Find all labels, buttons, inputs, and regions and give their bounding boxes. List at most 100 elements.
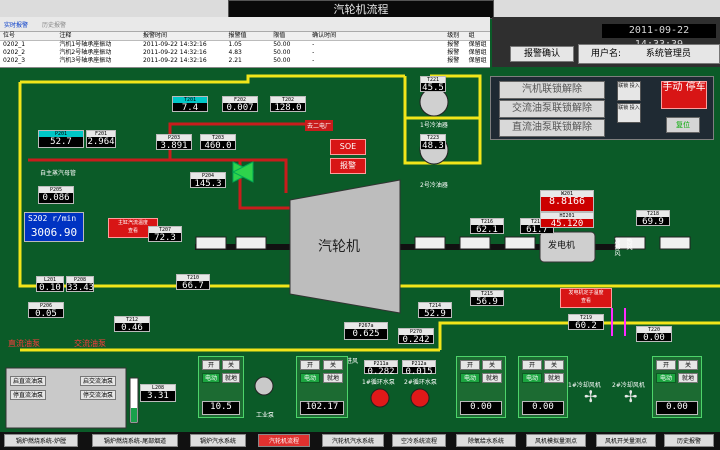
- datetime-display: 2011-09-22 14:33:39: [602, 24, 716, 50]
- nav-turbine-water[interactable]: 汽轮机汽水系统: [322, 434, 384, 447]
- gen-air-in-label: 进风: [346, 358, 359, 365]
- bearing-block: [504, 236, 536, 250]
- table-row[interactable]: 0202_2 汽机2号轴承座振动 2011-09-22 14:32:16 4.8…: [0, 49, 490, 57]
- reset-button[interactable]: 复位: [666, 117, 700, 133]
- station-local-button[interactable]: 就地: [544, 373, 564, 383]
- station-on-button[interactable]: 开: [460, 360, 480, 370]
- station-on-button[interactable]: 开: [656, 360, 676, 370]
- fan-1-icon: ✢: [584, 387, 597, 406]
- station-off-button[interactable]: 关: [222, 360, 240, 370]
- oil-pipe: [18, 82, 720, 288]
- station-ctrl-2: 开 关 电动 就地 102.17: [296, 356, 348, 418]
- station-electric-button[interactable]: 电动: [300, 373, 320, 383]
- turbine-label: 汽轮机: [318, 239, 360, 255]
- nav-boiler-furnace[interactable]: 锅炉燃烧系统-炉膛: [4, 434, 78, 447]
- nav-boiler-flue[interactable]: 锅炉燃烧系统-尾部烟道: [92, 434, 178, 447]
- alarm-ack-button[interactable]: 报警确认: [510, 46, 574, 62]
- station-off-button[interactable]: 关: [544, 360, 564, 370]
- station-local-button[interactable]: 就地: [222, 373, 240, 383]
- col-group: 组: [468, 32, 475, 39]
- station-local-button[interactable]: 就地: [482, 373, 502, 383]
- nav-boiler-water[interactable]: 锅炉汽水系统: [190, 434, 246, 447]
- ac-interlock-input-button[interactable]: 联锁 投入: [617, 103, 641, 123]
- cell: 0202_3: [3, 57, 26, 64]
- p211-value: 0.282: [367, 367, 395, 377]
- process-diagram: ✢ ✢: [5, 74, 720, 429]
- gen-hot-air-label: 热风: [625, 238, 632, 250]
- cool-fan-1-label: 1#冷却风机: [568, 382, 601, 389]
- station-local-button[interactable]: 就地: [323, 373, 343, 383]
- station-ctrl-5: 开 关 电动 就地 0.00: [652, 356, 702, 418]
- station-off-button[interactable]: 关: [323, 360, 343, 370]
- table-row[interactable]: 0202_1 汽机1号轴承座振动 2011-09-22 14:32:16 1.0…: [0, 41, 490, 49]
- oil-pipe: [438, 321, 720, 350]
- station-electric-button[interactable]: 电动: [522, 373, 542, 383]
- gen-temp-check-button[interactable]: 发电机定子温度 查看: [560, 288, 612, 308]
- circulating-pump-1: [370, 388, 390, 408]
- nav-turbine-process[interactable]: 汽轮机流程: [258, 434, 310, 447]
- nav-fan-switch[interactable]: 风机开关量测点: [596, 434, 656, 447]
- turbine-interlock-release-button[interactable]: 汽机联锁解除: [499, 81, 605, 99]
- station-off-button[interactable]: 关: [678, 360, 698, 370]
- nav-deaerator[interactable]: 除氧给水系统: [456, 434, 516, 447]
- station-electric-button[interactable]: 电动: [460, 373, 480, 383]
- p205-value: 0.086: [42, 193, 70, 203]
- t214-value: 52.9: [424, 309, 446, 319]
- station-electric-button[interactable]: 电动: [202, 373, 220, 383]
- table-row[interactable]: 0202_3 汽机3号轴承座振动 2011-09-22 14:32:16 2.2…: [0, 57, 490, 65]
- station-on-button[interactable]: 开: [202, 360, 220, 370]
- i01-value: 10.5: [210, 402, 232, 412]
- i06-display: 0.00: [656, 401, 698, 415]
- steam-temp-check-button[interactable]: 主缸汽流温度 查看: [108, 218, 158, 238]
- cell: 汽机2号轴承座振动: [59, 49, 112, 56]
- tab-realtime-alarm[interactable]: 实时报警: [4, 21, 29, 29]
- station-electric-button[interactable]: 电动: [656, 373, 676, 383]
- cell: 4.83: [228, 49, 242, 56]
- gen-cooling-air-label: 冷却风: [613, 238, 620, 256]
- nav-fan-analog[interactable]: 风机模拟量测点: [526, 434, 586, 447]
- bearing-block: [414, 236, 446, 250]
- p270-value: 0.242: [402, 335, 430, 345]
- col-note: 注释: [59, 32, 72, 39]
- cell: 保留组: [468, 49, 487, 56]
- interlock-panel: 汽机联锁解除 交流油泵联锁解除 直流油泵联锁解除 联锁 投入 联锁 投入 手动 …: [490, 76, 714, 140]
- t215-value: 56.9: [476, 297, 498, 307]
- stop-ac-oil-pump-button[interactable]: 停交流油泵: [80, 390, 116, 400]
- t202-value: 128.0: [274, 103, 302, 113]
- dc-oil-pump-interlock-release-button[interactable]: 直流油泵联锁解除: [499, 119, 605, 137]
- nav-history-alarm[interactable]: 历史报警: [664, 434, 714, 447]
- cell: 报警: [447, 41, 460, 48]
- oil-loop: [18, 74, 720, 352]
- i01-display: 10.5: [202, 401, 240, 415]
- ac-oil-pump-interlock-release-button[interactable]: 交流油泵联锁解除: [499, 100, 605, 118]
- start-ac-oil-pump-button[interactable]: 启交流油泵: [80, 376, 116, 386]
- i03-value: 0.00: [470, 402, 492, 412]
- alarm-button[interactable]: 报警: [330, 158, 366, 174]
- col-time: 报警时间: [142, 32, 167, 39]
- col-limit: 限值: [273, 32, 286, 39]
- station-on-button[interactable]: 开: [522, 360, 542, 370]
- l208-value: 3.31: [147, 391, 169, 401]
- generator-body: [539, 231, 596, 263]
- manual-stop-button[interactable]: 手动 停车: [661, 81, 707, 109]
- cooler-1-label: 1号冷油器: [420, 122, 448, 129]
- stop-dc-oil-pump-button[interactable]: 停直流油泵: [10, 390, 46, 400]
- p206-value: 0.05: [35, 309, 57, 319]
- nav-air-cooling[interactable]: 空冷系统流程: [392, 434, 446, 447]
- start-dc-oil-pump-button[interactable]: 启直流油泵: [10, 376, 46, 386]
- cell: 汽机3号轴承座振动: [59, 57, 112, 64]
- soe-button[interactable]: SOE: [330, 139, 366, 155]
- tab-history-alarm[interactable]: 历史报警: [42, 21, 67, 29]
- interlock-input-button[interactable]: 联锁 投入: [617, 81, 641, 101]
- station-off-button[interactable]: 关: [482, 360, 502, 370]
- station-on-button[interactable]: 开: [300, 360, 320, 370]
- station-local-button[interactable]: 就地: [678, 373, 698, 383]
